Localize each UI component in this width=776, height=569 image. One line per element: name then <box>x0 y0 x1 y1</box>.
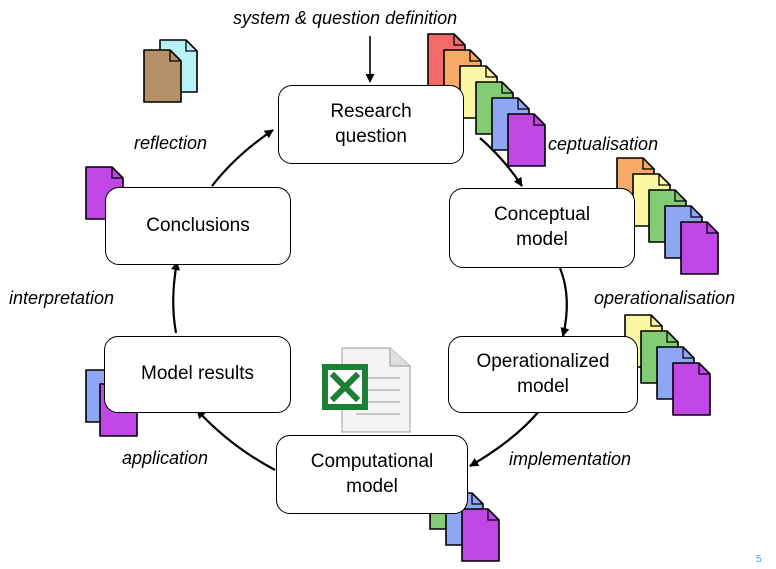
label-operationalisation: operationalisation <box>594 288 736 308</box>
arrow-implementation <box>469 409 541 467</box>
page-number: 5 <box>756 554 762 565</box>
operationalized-model-box: Operationalized model <box>448 336 638 413</box>
computational-model-box: Computational model <box>276 435 468 514</box>
conceptual-purple-document-icon <box>680 221 719 275</box>
label-implementation: implementation <box>509 449 632 469</box>
conclusions-box: Conclusions <box>105 187 291 265</box>
excel-icon <box>322 347 411 433</box>
arrow-reflection <box>211 129 274 187</box>
label-conceptualisation: ceptualisation <box>548 134 659 154</box>
arrow-application <box>196 409 276 471</box>
reflection-brown-document-icon <box>143 49 182 103</box>
model-results-box: Model results <box>104 336 291 413</box>
operationalized-purple-document-icon <box>672 362 711 416</box>
arrow-interpretation <box>171 261 180 334</box>
arrow-conceptualisation <box>479 137 523 187</box>
arrow-operationalisation <box>558 267 570 337</box>
research-question-box: Research question <box>278 85 464 164</box>
conceptual-model-box: Conceptual model <box>449 188 635 268</box>
research-purple-document-icon <box>507 113 546 167</box>
label-interpretation: interpretation <box>9 288 115 308</box>
label-reflection: reflection <box>134 133 208 153</box>
label-application: application <box>122 448 209 468</box>
label-system-question-definition: system & question definition <box>233 8 458 28</box>
computational-purple-document-icon <box>461 508 500 562</box>
